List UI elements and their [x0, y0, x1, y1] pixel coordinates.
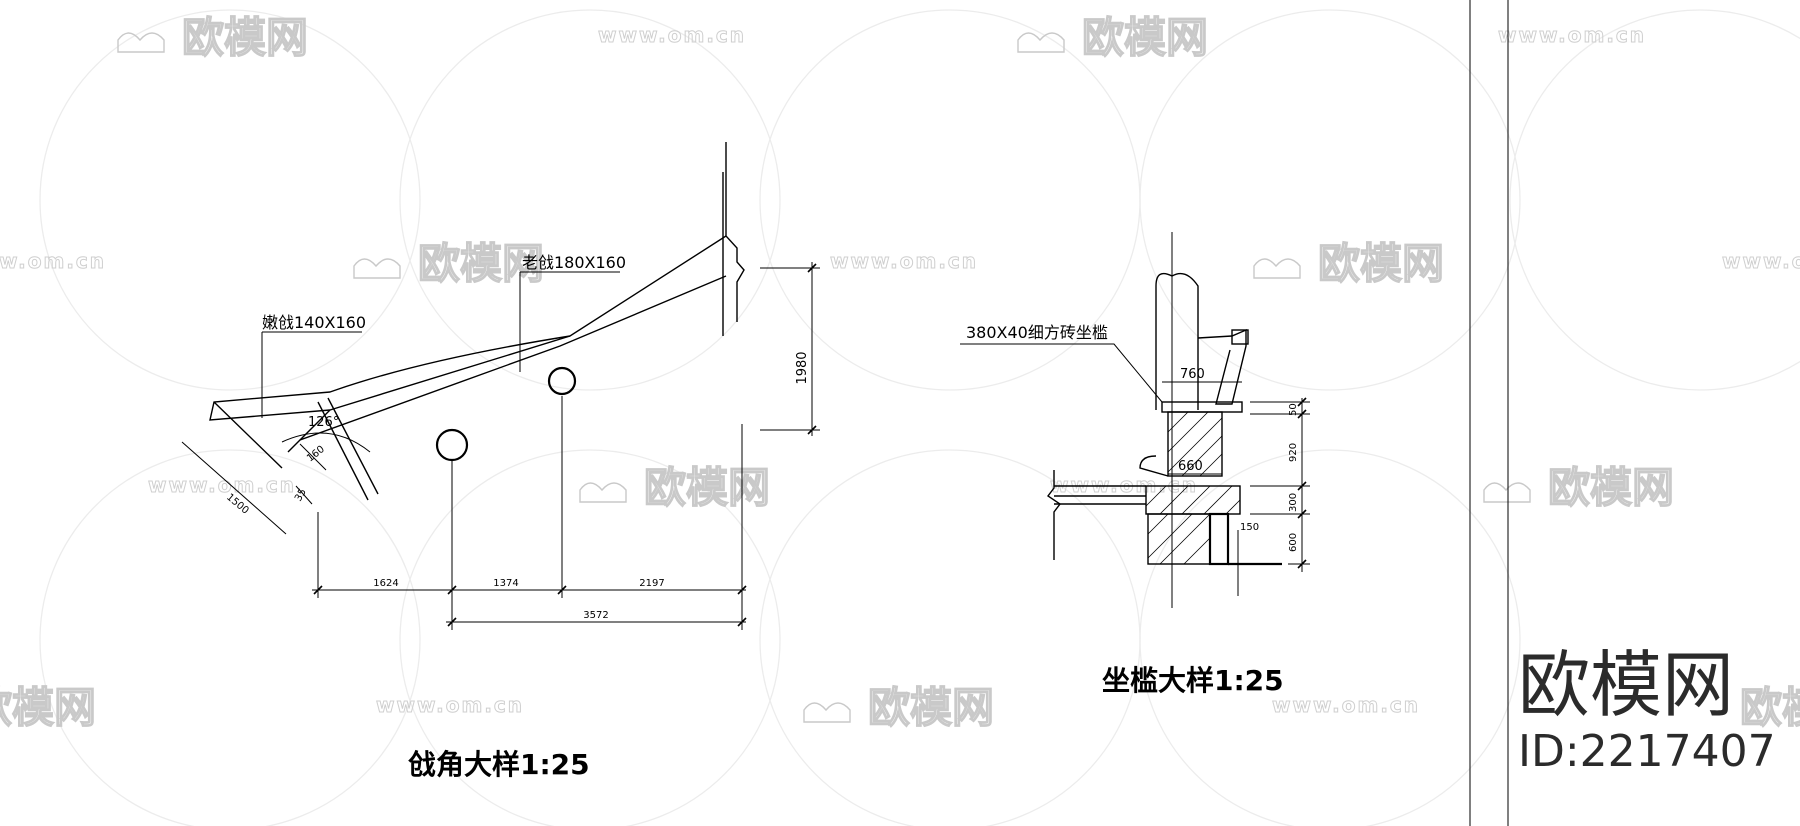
watermark-logo: 欧模网 [418, 239, 544, 288]
brand-block: 欧模网 ID:2217407 [1518, 643, 1776, 777]
watermark-url: www.om.cn [1722, 249, 1800, 273]
slab-hatch [1145, 485, 1241, 515]
brand-name: 欧模网 [1518, 643, 1734, 727]
foundation-void [1208, 512, 1230, 566]
corner-rafter-detail: 嫩戗140X160 老戗180X160 126° 1980 1624 1374 … [181, 142, 820, 781]
dim-mid-width: 660 [1178, 459, 1203, 474]
railing-top-block [1231, 329, 1249, 345]
watermark-logo: 欧模网 [1318, 239, 1444, 288]
dim-seg1: 1624 [373, 578, 398, 589]
watermark-ring [1139, 9, 1521, 391]
old-rafter-bottom [287, 275, 727, 453]
purlin-circle [435, 428, 469, 462]
seat-sill-detail: 380X40细方砖坐槛 760 660 50 920 300 600 150 坐… [960, 232, 1310, 697]
angle-label: 126° [308, 415, 339, 430]
watermark-ring [1139, 449, 1521, 826]
watermark-logo: 欧模网 [868, 683, 994, 732]
seat-detail-title: 坐槛大样1:25 [1102, 664, 1284, 697]
young-rafter-label: 嫩戗140X160 [262, 313, 366, 332]
old-rafter-label: 老戗180X160 [522, 253, 626, 272]
seat-leader [960, 343, 1163, 403]
dim-50: 50 [1288, 403, 1299, 416]
wall-break-line [725, 142, 745, 322]
dim-seg3: 2197 [639, 578, 664, 589]
dim-600: 600 [1288, 533, 1299, 552]
foundation [1147, 513, 1211, 565]
angle-arc [281, 432, 371, 453]
seat-label: 380X40细方砖坐槛 [966, 323, 1108, 342]
watermark-logo: 欧模网 [1082, 13, 1208, 62]
watermark-url: www.om.cn [1498, 23, 1646, 47]
corner-detail-title: 戗角大样1:25 [408, 748, 590, 781]
dim-small-160: 160 [305, 444, 327, 464]
dim-top-width: 760 [1180, 367, 1205, 382]
watermark-url: www.om.cn [148, 473, 296, 497]
dim-seg2: 1374 [493, 578, 518, 589]
purlin-circle [547, 366, 577, 396]
watermark-url: www.om.cn [376, 693, 524, 717]
dim-300: 300 [1288, 493, 1299, 512]
foundation-hatch [1147, 513, 1211, 565]
dim-150: 150 [1240, 522, 1259, 533]
watermark-logo: 欧模网 [0, 683, 96, 732]
dimension-line [295, 485, 313, 505]
brick-hatch [1167, 411, 1223, 477]
young-rafter [209, 335, 571, 421]
dim-920: 920 [1288, 443, 1299, 462]
watermark-layer: 欧模网 欧模网 欧模网 欧模网 欧模网 欧模网 欧模网 欧模网 欧模网 www.… [0, 9, 1800, 826]
watermark-sofa-icon [117, 32, 1531, 723]
watermark-ring [399, 9, 781, 391]
young-rafter-end [213, 401, 283, 469]
watermark-rings [39, 9, 1800, 826]
watermark-url: www.om.cn [830, 249, 978, 273]
dimension-ticks [807, 263, 817, 435]
watermark-ring [1509, 9, 1800, 391]
watermark-logo: 欧模网 [644, 463, 770, 512]
watermark-logo: 欧模网 [1740, 683, 1800, 732]
watermark-ring [759, 449, 1141, 826]
young-rafter-brace [317, 401, 369, 501]
dim-vertical: 1980 [795, 351, 810, 384]
sheet-frame [1469, 0, 1509, 826]
watermark-logo: 欧模网 [1548, 463, 1674, 512]
column [1155, 272, 1199, 410]
dimension-line [299, 443, 327, 471]
watermark-ring [39, 9, 421, 391]
ledge [1139, 455, 1169, 477]
watermark-ring [399, 449, 781, 826]
dimension-line [181, 441, 287, 535]
dimension-ticks [313, 585, 747, 627]
young-rafter-brace [327, 397, 379, 495]
break-line [1046, 470, 1062, 560]
dimension-ticks [1297, 397, 1307, 569]
dim-total: 3572 [583, 610, 608, 621]
watermark-url: www.om.cn [0, 249, 106, 273]
watermark-logo: 欧模网 [182, 13, 308, 62]
watermark-url: www.om.cn [1272, 693, 1420, 717]
dimension-extension [1250, 401, 1310, 565]
brick-wall [1167, 411, 1223, 477]
brand-id: ID:2217407 [1518, 726, 1776, 777]
watermark-url: www.om.cn [598, 23, 746, 47]
watermark-ring [39, 449, 421, 826]
